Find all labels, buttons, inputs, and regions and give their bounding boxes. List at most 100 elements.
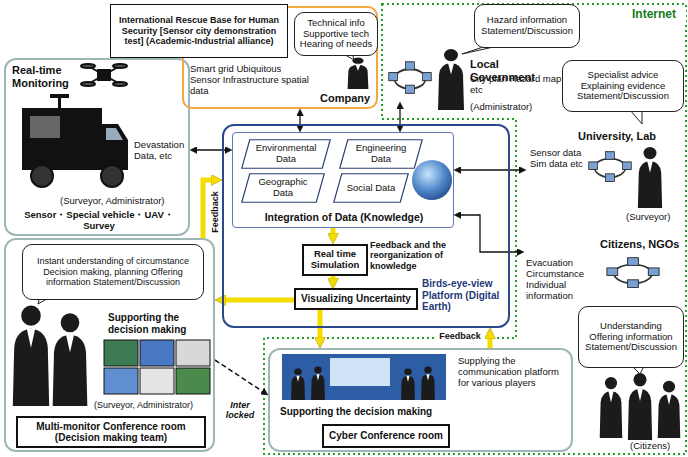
box-label: Cyber Conference room (329, 430, 443, 442)
network-icon (607, 258, 659, 288)
parallelogram-shape (242, 174, 325, 203)
cyber-room-photo (330, 358, 390, 386)
process-note: Feedback and the reorganization of knowl… (370, 240, 470, 271)
connector-arrow (458, 169, 522, 170)
cyber-room-photo (311, 366, 325, 400)
integration-frame: Integration of Data (Knowledge) Environme… (232, 132, 454, 228)
network-label: Internet (632, 8, 686, 22)
box-label: Social Data (347, 183, 396, 194)
dashed-arrow (215, 360, 265, 393)
process-box: Multi-monitor Conference room (Decision … (16, 416, 206, 448)
survey-vehicle (50, 94, 69, 98)
bubble-tail (630, 110, 642, 124)
box-label: Visualizing Uncertainty (301, 293, 411, 305)
integration-title: Integration of Data (Knowledge) (233, 211, 455, 223)
uav-drone (88, 66, 120, 84)
data-note: Devastation Data, etc (134, 140, 190, 162)
uav-drone (81, 64, 127, 86)
region-panel: Supporting the decision making (Surveyor,… (4, 238, 215, 452)
box-label: International Rescue Base for Human Secu… (115, 15, 283, 46)
data-parallelogram: Social Data (333, 173, 409, 203)
panel-caption: Supporting the decision making (108, 312, 214, 335)
survey-vehicle (22, 94, 128, 187)
network-icon (389, 62, 432, 94)
uav-drone (113, 64, 127, 68)
platform-title: Birds-eye-view Platform (Digital Earth) (422, 278, 510, 313)
box-label: Engineering Data (349, 143, 413, 165)
monitor-wall (104, 340, 138, 366)
survey-vehicle (102, 124, 128, 170)
uav-drone (88, 66, 120, 84)
person-figure (438, 49, 464, 110)
edge-label: Feedback (209, 190, 221, 234)
parallelogram-shape (242, 140, 331, 169)
box-label: Technical info Supportive tech Hearing o… (298, 18, 374, 51)
actor-group: Local GovernmentCity plan Hazard map etc (385, 56, 567, 102)
region-panel: Real-time MonitoringDevastation Data, et… (4, 58, 190, 236)
data-parallelogram: Geographic Data (241, 173, 325, 203)
speech-bubble: Understanding Offering information State… (578, 306, 684, 368)
uav-drone (113, 82, 127, 86)
survey-vehicle (101, 165, 123, 187)
data-note: City plan Hazard map etc (470, 74, 562, 96)
speech-bubble: Technical info Supportive tech Hearing o… (294, 12, 378, 56)
uav-drone (81, 82, 95, 86)
data-note: Supplying the communication platform for… (458, 356, 570, 389)
person-figure (348, 57, 369, 89)
data-note: Sensor data Sim data etc (530, 148, 586, 170)
digital-earth-globe (412, 160, 452, 200)
connector-arrow (331, 228, 336, 237)
person-figure (13, 305, 49, 406)
actor-group: University, LabSensor data Sim data etc (526, 128, 685, 192)
speech-bubble: Hazard information Statement/Discussion (474, 4, 580, 48)
role-label: (Administrator) (470, 102, 560, 113)
monitor-wall (140, 368, 174, 394)
cyber-room-photo (421, 366, 435, 400)
data-note: Evacuation Circumstance Individual infor… (526, 258, 594, 302)
edge-label: Feedback (436, 331, 484, 341)
process-box: Cyber Conference room (322, 424, 450, 448)
person-figure (628, 373, 652, 440)
cyber-room-photo (282, 354, 446, 400)
person-figure (638, 147, 662, 208)
person-figure (600, 377, 623, 438)
tech-list: Smart grid Ubiquitous Sensor Infrastruct… (190, 64, 312, 97)
panel-caption: Supporting the decision making (280, 406, 452, 418)
panel-heading: Real-time Monitoring (12, 64, 76, 89)
actor-name: University, Lab (578, 130, 682, 143)
survey-vehicle (106, 128, 123, 140)
monitor-wall (104, 340, 210, 394)
box-label: Instant understanding of circumstance De… (27, 256, 199, 287)
uav-drone (81, 64, 95, 68)
data-parallelogram: Engineering Data (339, 139, 423, 169)
connector-arrow (318, 310, 323, 341)
box-label: Specialist advice Explaining evidence St… (566, 70, 680, 103)
survey-vehicle (22, 108, 102, 170)
internet-boundary (264, 4, 686, 454)
connector-arrow (488, 335, 493, 348)
speech-bubble: Instant understanding of circumstance De… (22, 244, 204, 300)
monitor-wall (140, 340, 174, 366)
cyber-room-photo (282, 354, 446, 400)
connector-arrow (222, 298, 294, 303)
parallelogram-shape (340, 140, 423, 169)
process-box: Real time Simulation (302, 244, 368, 276)
monitor-wall (104, 368, 138, 394)
survey-vehicle (30, 116, 60, 138)
uav-drone (98, 70, 110, 80)
region-panel: Supporting the decision making Supplying … (268, 348, 573, 452)
process-box: Visualizing Uncertainty (294, 288, 418, 310)
box-label: Multi-monitor Conference room (Decision … (21, 421, 201, 444)
role-label: (Citizens) (630, 441, 684, 452)
role-label: (Surveyor, Administrator) (94, 400, 214, 410)
box-label: Real time Simulation (306, 249, 364, 271)
network-icon (589, 152, 632, 182)
data-parallelogram: Environmental Data (241, 139, 331, 169)
survey-vehicle (31, 165, 53, 187)
cyber-room-photo (401, 368, 415, 400)
monitor-wall (176, 340, 210, 366)
cyber-room-photo (291, 368, 305, 400)
connector-arrow (331, 276, 336, 282)
box-label: Hazard information Statement/Discussion (478, 15, 576, 37)
